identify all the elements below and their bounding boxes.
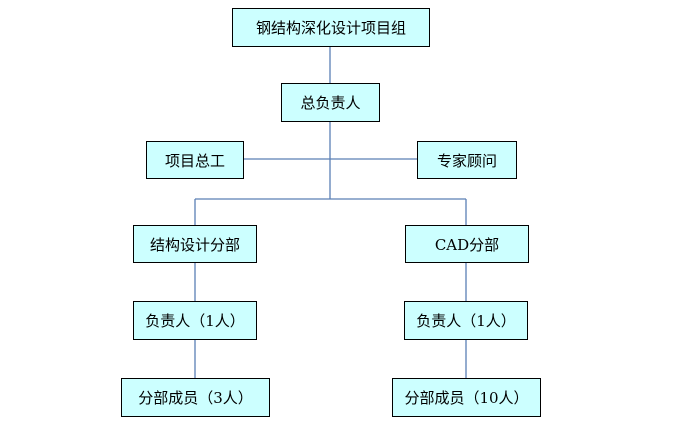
structural-design-dept-node: 结构设计分部	[133, 225, 257, 263]
expert-advisor-node: 专家顾问	[417, 141, 517, 179]
cad-dept-node: CAD分部	[405, 225, 529, 263]
chief-engineer-node: 项目总工	[146, 141, 244, 179]
head-node: 总负责人	[281, 83, 380, 122]
root-node: 钢结构深化设计项目组	[232, 8, 430, 47]
cad-dept-lead-node: 负责人（1人）	[404, 301, 528, 340]
structural-dept-lead-node: 负责人（1人）	[133, 301, 257, 340]
structural-dept-members-node: 分部成员（3人）	[121, 378, 270, 417]
cad-dept-members-node: 分部成员（10人）	[392, 378, 541, 417]
